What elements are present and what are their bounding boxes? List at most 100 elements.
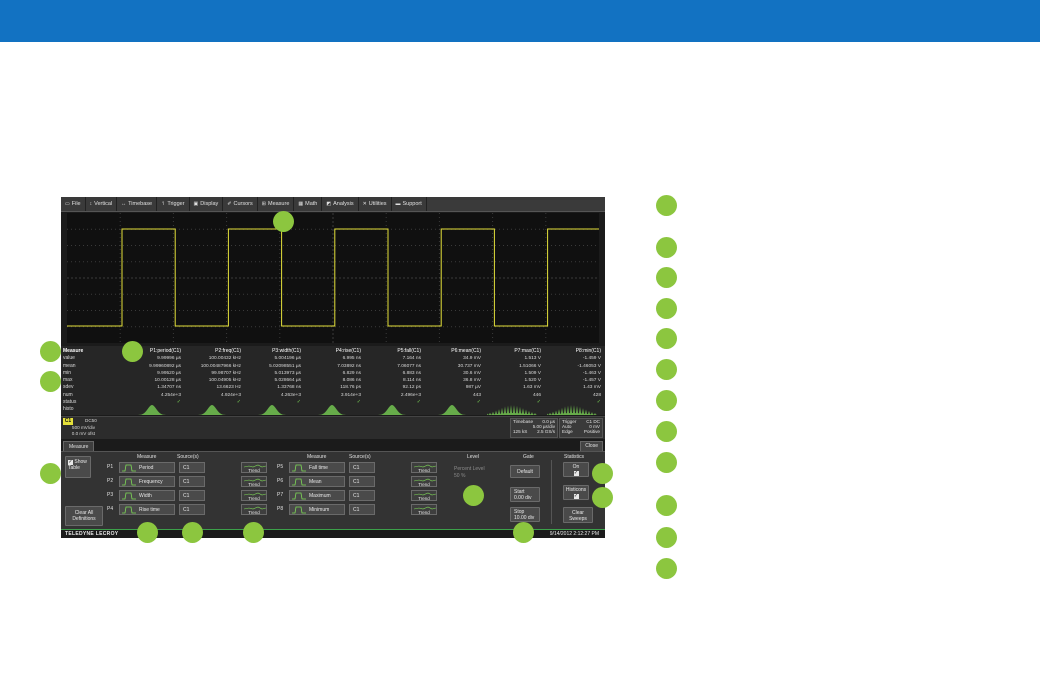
menu-display[interactable]: ▣Display <box>190 197 224 211</box>
param-p3-button[interactable]: Width <box>119 490 175 501</box>
statistics-on-toggle[interactable]: On ✓ <box>563 462 589 477</box>
waveform-grid[interactable] <box>67 213 599 343</box>
measurement-value: 5.004196 µs <box>274 356 301 362</box>
param-source-field[interactable]: C1 <box>349 462 375 473</box>
trend-label: Trend <box>418 510 430 515</box>
param-source-field[interactable]: C1 <box>349 504 375 515</box>
callout-marker <box>513 522 534 543</box>
trend-label: Trend <box>418 482 430 487</box>
menu-label: Support <box>402 201 422 207</box>
param-p1-button[interactable]: Period <box>119 462 175 473</box>
param-source-field[interactable]: C1 <box>179 462 205 473</box>
trend-button[interactable]: Trend <box>411 476 437 487</box>
channel-badge[interactable]: C1 <box>63 418 73 425</box>
trend-button[interactable]: Trend <box>241 462 267 473</box>
menu-timebase[interactable]: ↔Timebase <box>117 197 158 211</box>
param-p4-button[interactable]: Rise time <box>119 504 175 515</box>
measurement-value: 443 <box>472 392 481 398</box>
menu-measure[interactable]: ⊞Measure <box>258 197 295 211</box>
menu-label: Cursors <box>233 201 253 207</box>
measurement-value: 1.51066 V <box>519 363 541 369</box>
show-table-toggle[interactable]: ✓ Show Table <box>65 456 91 478</box>
measurement-value: 10.00128 µs <box>154 378 181 384</box>
status-check-icon: ✓ <box>596 399 601 406</box>
gate-stop-field[interactable]: Stop 10.00 div <box>510 507 540 522</box>
menu-cursors[interactable]: ✐Cursors <box>223 197 258 211</box>
param-p7-button[interactable]: Maximum <box>289 490 345 501</box>
channel-vdiv: 500 mV/div <box>72 425 95 430</box>
clear-sweeps-button[interactable]: Clear Sweeps <box>563 507 593 523</box>
param-p2-button[interactable]: Frequency <box>119 476 175 487</box>
param-source-field[interactable]: C1 <box>179 504 205 515</box>
measurement-value: 30.6 mV <box>463 370 481 376</box>
param-label: Frequency <box>139 479 163 485</box>
statistics-on-checkbox[interactable]: ✓ <box>573 470 579 476</box>
param-p5-button[interactable]: Fall time <box>289 462 345 473</box>
measurement-value: 5.02098551 µs <box>269 363 301 369</box>
param-p6-button[interactable]: Mean <box>289 476 345 487</box>
measurement-value: 1.63 mV <box>523 385 541 391</box>
trend-button[interactable]: Trend <box>241 490 267 501</box>
measurement-value: 8.114 ns <box>402 378 421 384</box>
callout-marker <box>656 495 677 516</box>
trend-button[interactable]: Trend <box>241 504 267 515</box>
gate-default-button[interactable]: Default <box>510 465 540 478</box>
param-icon <box>292 478 306 486</box>
param-p8-button[interactable]: Minimum <box>289 504 345 515</box>
show-table-checkbox[interactable]: ✓ <box>68 459 73 465</box>
trigger-icon: ↿ <box>161 201 166 207</box>
param-icon <box>122 478 136 486</box>
status-check-icon: ✓ <box>476 399 481 406</box>
clear-all-button[interactable]: Clear All Definitions <box>65 506 103 526</box>
menu-label: Analysis <box>333 201 354 207</box>
param-label: Minimum <box>309 507 330 513</box>
measurement-header: P7:max(C1) <box>514 348 541 354</box>
param-source-field[interactable]: C1 <box>179 476 205 487</box>
tab-measure[interactable]: Measure <box>63 441 95 452</box>
timebase-icon: ↔ <box>121 201 127 207</box>
oscilloscope-screenshot: ▭File↕Vertical↔Timebase↿Trigger▣Display✐… <box>61 197 605 538</box>
measurement-value: 5.013973 µs <box>274 370 301 376</box>
histicons-checkbox[interactable]: ✓ <box>573 493 579 499</box>
measure-header-left: Measure <box>137 454 157 460</box>
trigger-descriptor[interactable]: Trigger C1 DC Auto 0 mV Edge Positive <box>559 418 603 438</box>
trigger-mode: Auto <box>562 424 572 429</box>
trend-button[interactable]: Trend <box>241 476 267 487</box>
param-source-field[interactable]: C1 <box>349 476 375 487</box>
menu-math[interactable]: ▦Math <box>294 197 323 211</box>
row-label: value <box>63 355 75 362</box>
trend-icon <box>244 492 266 496</box>
trend-button[interactable]: Trend <box>411 504 437 515</box>
divider <box>551 460 552 524</box>
timebase-descriptor[interactable]: Timebase 0.0 µs 5.00 µs/div 125 kS 2.5 G… <box>510 418 558 438</box>
menu-utilities[interactable]: ✕Utilities <box>359 197 392 211</box>
param-source-field[interactable]: C1 <box>179 490 205 501</box>
menu-file[interactable]: ▭File <box>61 197 86 211</box>
gate-start-value: 0.00 div <box>514 495 532 501</box>
histicons-toggle[interactable]: Histicons ✓ <box>563 485 589 500</box>
measurement-column[interactable]: P8:min(C1)-1.459 V-1.46053 V-1.463 V-1.4… <box>543 348 601 406</box>
menu-analysis[interactable]: ◩Analysis <box>322 197 359 211</box>
param-label: Maximum <box>309 493 331 499</box>
param-source-field[interactable]: C1 <box>349 490 375 501</box>
percent-level-value[interactable]: 50 % <box>454 473 466 479</box>
menu-vertical[interactable]: ↕Vertical <box>86 197 118 211</box>
trend-button[interactable]: Trend <box>411 462 437 473</box>
measurement-value: 1.43 mV <box>583 385 601 391</box>
menu-support[interactable]: ▬Support <box>392 197 427 211</box>
param-id: P6 <box>277 478 284 484</box>
measurement-value: 36.8 mV <box>463 378 481 384</box>
menu-trigger[interactable]: ↿Trigger <box>157 197 190 211</box>
measurement-value: 4.263e+3 <box>280 392 301 398</box>
trend-button[interactable]: Trend <box>411 490 437 501</box>
timebase-delay: 0.0 µs <box>542 419 555 424</box>
gate-start-field[interactable]: Start 0.00 div <box>510 487 540 502</box>
